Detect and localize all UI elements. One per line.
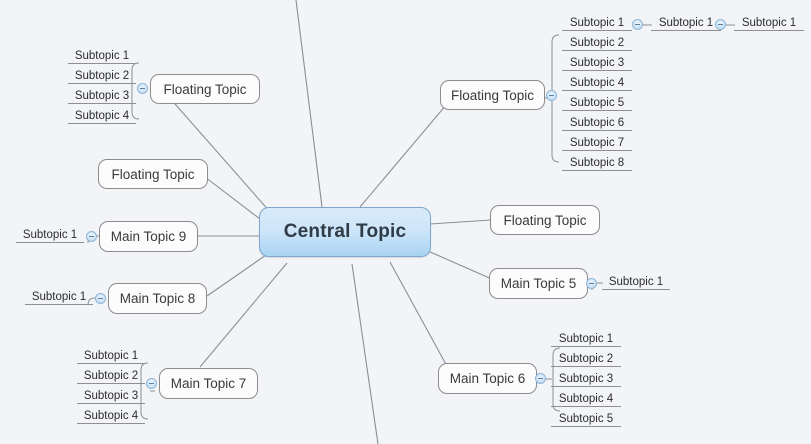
subtopic-item[interactable]: Subtopic 2 xyxy=(551,350,621,367)
subtopic-item[interactable]: Subtopic 2 xyxy=(68,67,136,84)
subtopic-item[interactable]: Subtopic 1 xyxy=(16,226,84,243)
collapse-minus-icon[interactable] xyxy=(535,373,546,384)
node-main-topic-6[interactable]: Main Topic 6 xyxy=(438,363,537,394)
collapse-minus-icon[interactable] xyxy=(86,231,97,242)
node-floating-topic-mid-left[interactable]: Floating Topic xyxy=(98,159,208,189)
subtopic-item[interactable]: Subtopic 1 xyxy=(602,273,670,290)
subtopic-item[interactable]: Subtopic 1 xyxy=(77,347,145,364)
collapse-minus-icon[interactable] xyxy=(137,83,148,94)
subtopic-item[interactable]: Subtopic 8 xyxy=(562,154,632,171)
subtopic-item[interactable]: Subtopic 1 xyxy=(25,288,93,305)
node-main-topic-8[interactable]: Main Topic 8 xyxy=(108,283,207,314)
edge-central-to-main-topic-7 xyxy=(199,262,288,368)
central-topic[interactable]: Central Topic xyxy=(259,207,431,257)
node-floating-topic-top-left[interactable]: Floating Topic xyxy=(150,74,260,104)
edge-central-to-floating-mid-left xyxy=(200,173,265,223)
subtopic-item[interactable]: Subtopic 4 xyxy=(551,390,621,407)
subtopic-item[interactable]: Subtopic 7 xyxy=(562,134,632,151)
edge-central-to-bottom-spoke xyxy=(351,263,379,444)
collapse-minus-icon[interactable] xyxy=(146,378,157,389)
node-main-topic-9[interactable]: Main Topic 9 xyxy=(99,221,198,252)
edge-central-to-floating-top-right xyxy=(359,97,453,208)
subtopic-item[interactable]: Subtopic 4 xyxy=(77,407,145,424)
node-floating-topic-mid-right[interactable]: Floating Topic xyxy=(490,205,600,235)
subtopic-item[interactable]: Subtopic 1 xyxy=(562,14,632,31)
subtopic-item[interactable]: Subtopic 1 xyxy=(651,14,721,31)
collapse-minus-icon[interactable] xyxy=(715,19,726,30)
subtopic-item[interactable]: Subtopic 2 xyxy=(77,367,145,384)
subtopic-item[interactable]: Subtopic 3 xyxy=(551,370,621,387)
collapse-minus-icon[interactable] xyxy=(632,19,643,30)
subtopic-item[interactable]: Subtopic 3 xyxy=(562,54,632,71)
subtopic-item[interactable]: Subtopic 5 xyxy=(551,410,621,427)
subtopic-item[interactable]: Subtopic 4 xyxy=(562,74,632,91)
edge-central-to-top-spoke xyxy=(295,0,323,208)
edge-central-to-main-topic-6 xyxy=(389,261,449,369)
subtopic-item[interactable]: Subtopic 1 xyxy=(734,14,804,31)
edge-central-to-floating-top-left xyxy=(160,87,272,214)
subtopic-item[interactable]: Subtopic 4 xyxy=(68,107,136,124)
edge-central-to-floating-mid-right xyxy=(429,219,492,225)
edge-central-to-main-topic-8 xyxy=(206,254,267,297)
node-floating-topic-top-right[interactable]: Floating Topic xyxy=(440,80,545,110)
subtopic-item[interactable]: Subtopic 1 xyxy=(68,47,136,64)
subtopic-item[interactable]: Subtopic 2 xyxy=(562,34,632,51)
edge-central-to-main-topic-5 xyxy=(427,250,495,281)
subtopic-item[interactable]: Subtopic 3 xyxy=(68,87,136,104)
collapse-minus-icon[interactable] xyxy=(95,293,106,304)
subtopic-item[interactable]: Subtopic 3 xyxy=(77,387,145,404)
collapse-minus-icon[interactable] xyxy=(546,90,557,101)
node-main-topic-5[interactable]: Main Topic 5 xyxy=(489,268,588,299)
subtopic-item[interactable]: Subtopic 6 xyxy=(562,114,632,131)
subtopic-item[interactable]: Subtopic 5 xyxy=(562,94,632,111)
collapse-minus-icon[interactable] xyxy=(586,278,597,289)
node-main-topic-7[interactable]: Main Topic 7 xyxy=(159,368,258,399)
subtopic-item[interactable]: Subtopic 1 xyxy=(551,330,621,347)
